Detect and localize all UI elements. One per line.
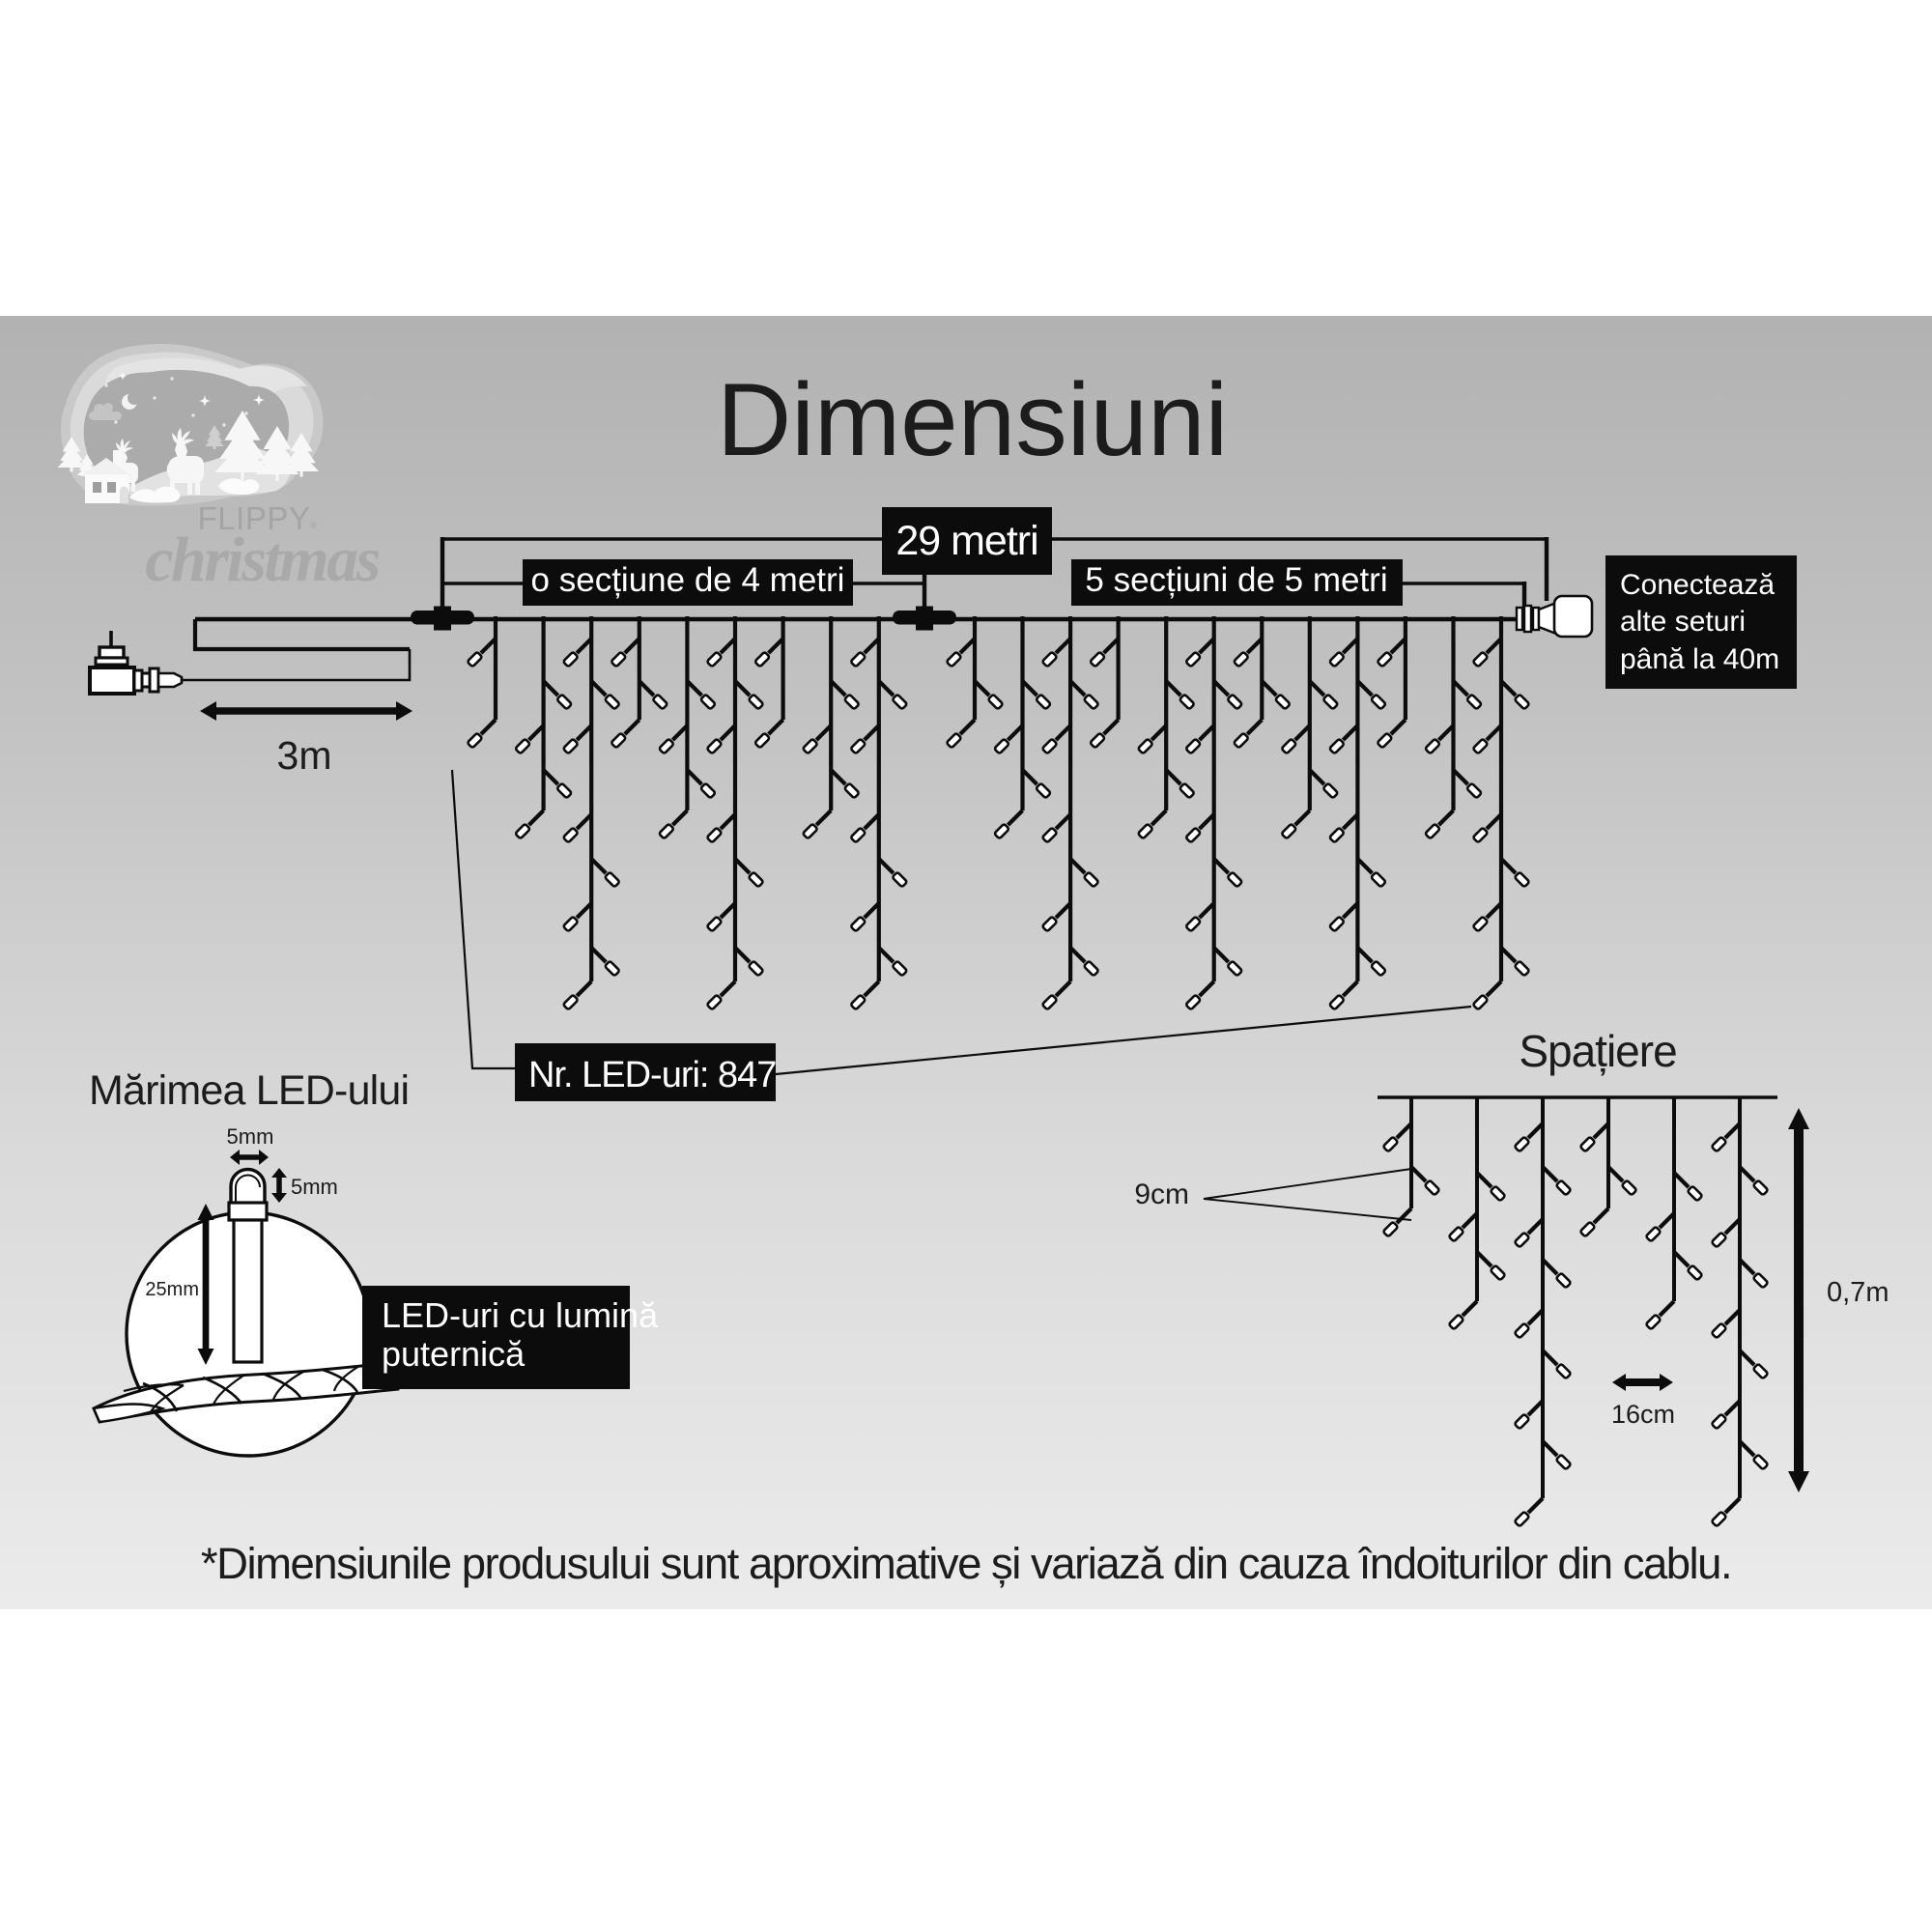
svg-text:puternică: puternică [382, 1334, 526, 1374]
svg-text:Conectează: Conectează [1620, 569, 1775, 601]
svg-text:3m: 3m [277, 733, 332, 778]
svg-text:5 secțiuni de 5 metri: 5 secțiuni de 5 metri [1085, 561, 1387, 599]
svg-text:0,7m: 0,7m [1827, 1277, 1889, 1308]
svg-text:*Dimensiunile produsului sunt: *Dimensiunile produsului sunt aproximati… [201, 1539, 1731, 1588]
svg-text:Dimensiuni: Dimensiuni [717, 361, 1228, 477]
svg-text:5mm: 5mm [227, 1124, 274, 1149]
svg-text:o secțiune de 4 metri: o secțiune de 4 metri [531, 561, 845, 599]
svg-text:FLIPPY: FLIPPY [198, 500, 311, 536]
svg-text:până la 40m: până la 40m [1620, 643, 1779, 675]
svg-text:alte seturi: alte seturi [1620, 606, 1746, 638]
svg-text:5mm: 5mm [291, 1175, 338, 1199]
svg-text:16cm: 16cm [1611, 1400, 1675, 1429]
svg-text:9cm: 9cm [1134, 1179, 1189, 1210]
svg-text:LED-uri cu lumină: LED-uri cu lumină [382, 1295, 659, 1335]
svg-text:29 metri: 29 metri [895, 518, 1037, 564]
svg-text:Mărimea LED-ului: Mărimea LED-ului [89, 1067, 409, 1114]
svg-text:christmas: christmas [145, 525, 379, 595]
svg-text:25mm: 25mm [145, 1279, 199, 1300]
svg-text:Nr. LED-uri: 847: Nr. LED-uri: 847 [528, 1055, 776, 1095]
svg-text:®: ® [310, 521, 318, 531]
svg-text:Spațiere: Spațiere [1519, 1026, 1676, 1076]
